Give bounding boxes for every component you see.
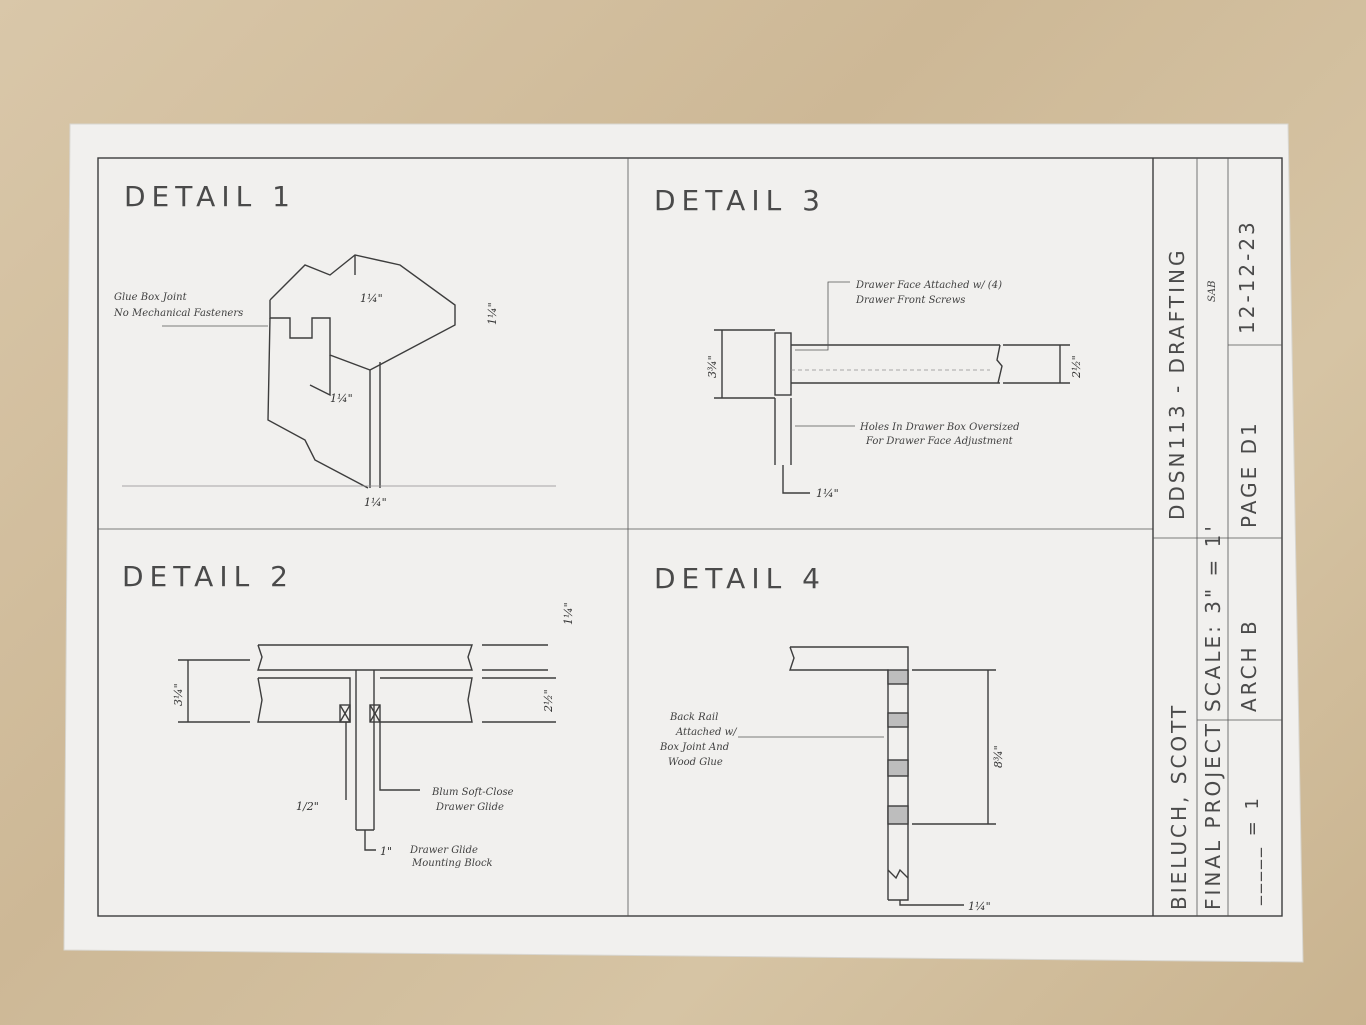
detail-4-note-1: Back Rail	[669, 712, 718, 723]
course-title: DDSN113 - DRAFTING	[1165, 248, 1189, 520]
detail-1-note-2: No Mechanical Fasteners	[113, 308, 243, 319]
detail-2: DETAIL 2 3¼" 1¼" 2½"	[122, 560, 575, 869]
detail-3-drawing	[714, 329, 1070, 494]
detail-3-note-face-1: Drawer Face Attached w/ (4)	[855, 280, 1002, 291]
detail-3-title: DETAIL 3	[654, 184, 826, 217]
detail-1-note-1: Glue Box Joint	[114, 292, 188, 303]
drafter-name: BIELUCH, SCOTT	[1167, 703, 1191, 910]
detail-1: DETAIL 1 Glue Box Joint No Mechanical Fa…	[113, 180, 556, 509]
drafter-initials: SAB	[1207, 281, 1218, 302]
detail-1-title: DETAIL 1	[124, 180, 296, 213]
title-block: DDSN113 - DRAFTING SAB 12-12-23 BIELUCH,…	[1152, 158, 1282, 916]
detail-4-dim-bottom: 1¼"	[968, 900, 991, 913]
detail-2-dim-one: 1"	[380, 845, 392, 858]
detail-1-dim-right: 1¼"	[486, 302, 499, 325]
detail-1-drawing	[267, 254, 456, 489]
detail-2-note-block-1: Drawer Glide	[409, 845, 478, 856]
detail-4-note-2: Attached w/	[675, 727, 738, 738]
detail-2-note-glide-2: Drawer Glide	[435, 802, 504, 813]
detail-3-dim-bottom: 1¼"	[816, 487, 839, 500]
detail-3-note-holes-1: Holes In Drawer Box Oversized	[859, 422, 1020, 433]
drawing-scale: SCALE: 3" = 1'	[1201, 523, 1225, 712]
detail-4-drawing	[789, 646, 996, 906]
drawing-date: 12-12-23	[1235, 219, 1259, 334]
detail-1-dim-top: 1¼"	[360, 292, 383, 305]
page-number: PAGE D1	[1237, 420, 1261, 528]
detail-2-dim-left: 3¼"	[172, 683, 185, 706]
detail-4-note-4: Wood Glue	[668, 757, 723, 768]
detail-2-drawing	[178, 644, 556, 851]
drawing-border	[97, 157, 1283, 917]
detail-3-note-holes-2: For Drawer Face Adjustment	[865, 436, 1014, 447]
detail-2-title: DETAIL 2	[122, 560, 294, 593]
paper	[63, 123, 1304, 963]
project-name: FINAL PROJECT	[1201, 721, 1225, 910]
detail-2-dim-top-right: 1¼"	[562, 602, 575, 625]
detail-3-note-face-2: Drawer Front Screws	[855, 295, 965, 306]
detail-3-dim-right: 2½"	[1070, 355, 1083, 379]
detail-4-title: DETAIL 4	[654, 562, 826, 595]
detail-1-dim-bottom: 1¼"	[364, 496, 387, 509]
detail-4-dim-height: 8¾"	[992, 745, 1005, 768]
detail-2-note-block-2: Mounting Block	[411, 858, 493, 869]
detail-2-dim-half: 1/2"	[296, 800, 319, 813]
detail-1-dim-mid: 1¼"	[330, 392, 353, 405]
sheet-count: _____ = 1	[1242, 795, 1263, 906]
sheet-size: ARCH B	[1237, 618, 1261, 712]
detail-2-dim-right: 2½"	[542, 689, 555, 713]
detail-4-note-3: Box Joint And	[659, 742, 729, 753]
detail-2-note-glide-1: Blum Soft-Close	[431, 787, 514, 798]
detail-3-dim-left: 3¾"	[706, 355, 719, 378]
detail-4: DETAIL 4 Back Rail Attached w/ Box Joint…	[654, 562, 1005, 913]
detail-3: DETAIL 3 Drawer Face Attached w/ (4) Dra…	[654, 184, 1083, 500]
